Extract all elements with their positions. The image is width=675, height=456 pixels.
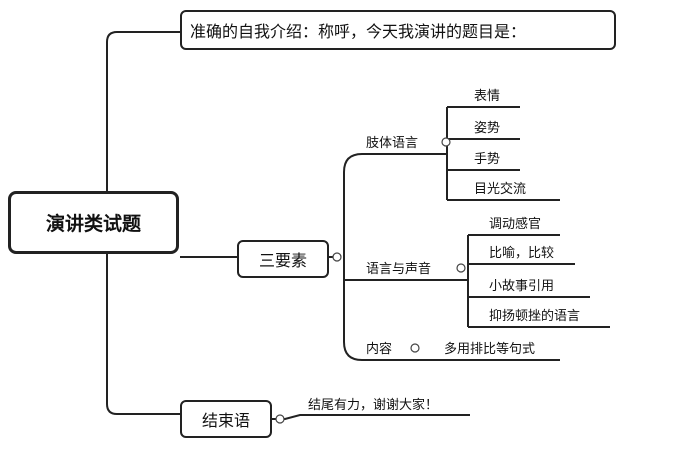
leaf-node[interactable]: 多用排比等句式 <box>444 342 536 357</box>
root-node-label: 演讲类试题 <box>45 213 141 235</box>
node-collapse-toggle <box>456 263 466 273</box>
node-collapse-toggle <box>275 414 285 424</box>
node-collapse-toggle <box>441 137 451 147</box>
node-collapse-toggle <box>332 252 342 262</box>
body-language-node[interactable]: 肢体语言 <box>366 136 419 151</box>
leaf-node[interactable]: 手势 <box>474 152 501 167</box>
leaf-node[interactable]: 表情 <box>474 89 501 104</box>
ending-node[interactable]: 结束语 <box>180 400 272 438</box>
leaf-node[interactable]: 比喻，比较 <box>489 246 555 261</box>
leaf-node[interactable]: 抑扬顿挫的语言 <box>489 309 581 324</box>
three-elements-label: 三要素 <box>258 251 307 270</box>
leaf-node[interactable]: 调动感官 <box>489 217 542 232</box>
ending-node-label: 结束语 <box>201 411 250 430</box>
root-node[interactable]: 演讲类试题 <box>8 191 179 254</box>
leaf-node[interactable]: 姿势 <box>474 121 501 136</box>
leaf-node[interactable]: 小故事引用 <box>489 279 555 294</box>
voice-node[interactable]: 语言与声音 <box>366 262 432 277</box>
content-node[interactable]: 内容 <box>366 342 393 357</box>
node-collapse-toggle <box>410 343 420 353</box>
intro-node[interactable]: 准确的自我介绍：称呼，今天我演讲的题目是： <box>180 10 616 50</box>
intro-node-label: 准确的自我介绍：称呼，今天我演讲的题目是： <box>190 22 527 41</box>
leaf-node[interactable]: 目光交流 <box>474 182 527 197</box>
leaf-node[interactable]: 结尾有力，谢谢大家！ <box>308 398 439 413</box>
three-elements-node[interactable]: 三要素 <box>237 240 329 278</box>
